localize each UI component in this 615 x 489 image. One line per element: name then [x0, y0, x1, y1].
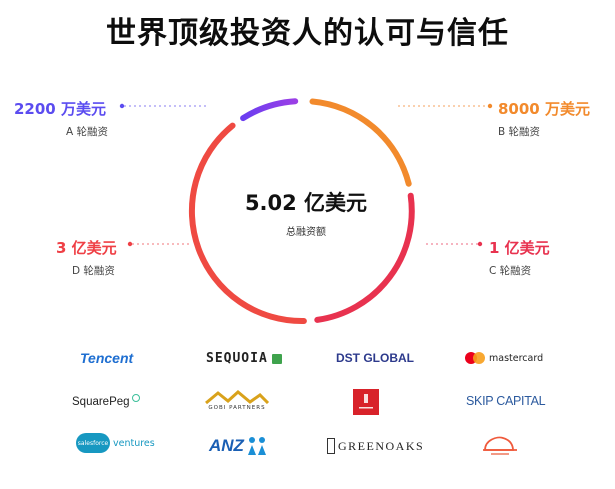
greenoaks-logo: GREENOAKS — [327, 438, 424, 454]
salesforce-ventures-wordmark: ventures — [113, 437, 155, 449]
leader-dot-c — [477, 241, 483, 247]
sequoia-leaf-icon — [271, 353, 282, 364]
leader-dot-a — [119, 103, 125, 109]
total-amount: 5.02 亿美元 — [244, 191, 368, 215]
greenoaks-wordmark: GREENOAKS — [338, 438, 425, 453]
salesforce-cloud-icon: salesforce — [76, 433, 110, 453]
round-a-amount: 2200 万美元 — [14, 100, 106, 118]
leader-dot-b — [487, 103, 493, 109]
segment-round-b — [309, 98, 412, 187]
skip-capital-wordmark: SKIP CAPITAL — [466, 394, 546, 408]
round-a-stage: A 轮融资 — [66, 126, 109, 138]
round-c-stage: C 轮融资 — [489, 265, 532, 277]
segment-round-c — [314, 192, 415, 323]
squarepeg-logo: SquarePeg — [72, 394, 140, 408]
gobi-partners-logo: GOBI PARTNERS — [204, 390, 270, 411]
dst-global-wordmark: DST GLOBAL — [336, 351, 414, 365]
round-a-label: 2200 万美元 A 轮融资 — [14, 98, 108, 139]
mastercard-wordmark: mastercard — [489, 352, 544, 364]
round-d-amount: 3 亿美元 — [56, 239, 117, 257]
sequoia-wordmark: SEQUOIA — [206, 351, 268, 366]
round-c-amount: 1 亿美元 — [489, 239, 550, 257]
hat-logo — [479, 432, 521, 458]
gobi-partners-wordmark: GOBI PARTNERS — [208, 405, 266, 411]
dst-global-logo: DST GLOBAL — [336, 351, 414, 365]
red-square-logo — [353, 389, 379, 415]
skip-capital-logo: SKIP CAPITAL — [466, 394, 546, 408]
salesforce-ventures-logo: salesforce ventures — [76, 433, 155, 453]
squarepeg-wordmark: SquarePeg — [72, 396, 130, 408]
gobi-mountain-icon — [205, 390, 270, 404]
red-square-mark-icon — [353, 389, 379, 415]
segment-round-d — [188, 122, 307, 325]
round-b-stage: B 轮融资 — [498, 126, 541, 138]
round-b-amount: 8000 万美元 — [498, 100, 590, 118]
sequoia-logo: SEQUOIA — [206, 351, 282, 366]
tencent-wordmark: Tencent — [80, 350, 134, 366]
round-d-stage: D 轮融资 — [72, 265, 115, 277]
tencent-logo: Tencent — [80, 350, 133, 366]
segment-round-a — [240, 98, 299, 122]
round-d-label: 3 亿美元 D 轮融资 — [56, 237, 117, 278]
squarepeg-mark-icon — [131, 394, 140, 402]
greenoaks-mark-icon — [327, 438, 335, 454]
mastercard-logo: mastercard — [465, 352, 543, 364]
page-title: 世界顶级投资人的认可与信任 — [106, 16, 509, 51]
leader-dot-d — [127, 241, 133, 247]
round-c-label: 1 亿美元 C 轮融资 — [489, 237, 550, 278]
anz-wordmark: ANZ — [209, 436, 244, 455]
anz-logo: ANZ — [209, 436, 268, 456]
total-funding: 5.02 亿美元 总融资额 — [206, 187, 406, 238]
anz-figures-icon — [247, 437, 266, 455]
round-b-label: 8000 万美元 B 轮融资 — [498, 98, 590, 139]
mastercard-circles-icon — [465, 352, 485, 364]
total-label: 总融资额 — [286, 227, 326, 238]
hat-icon — [483, 436, 517, 455]
